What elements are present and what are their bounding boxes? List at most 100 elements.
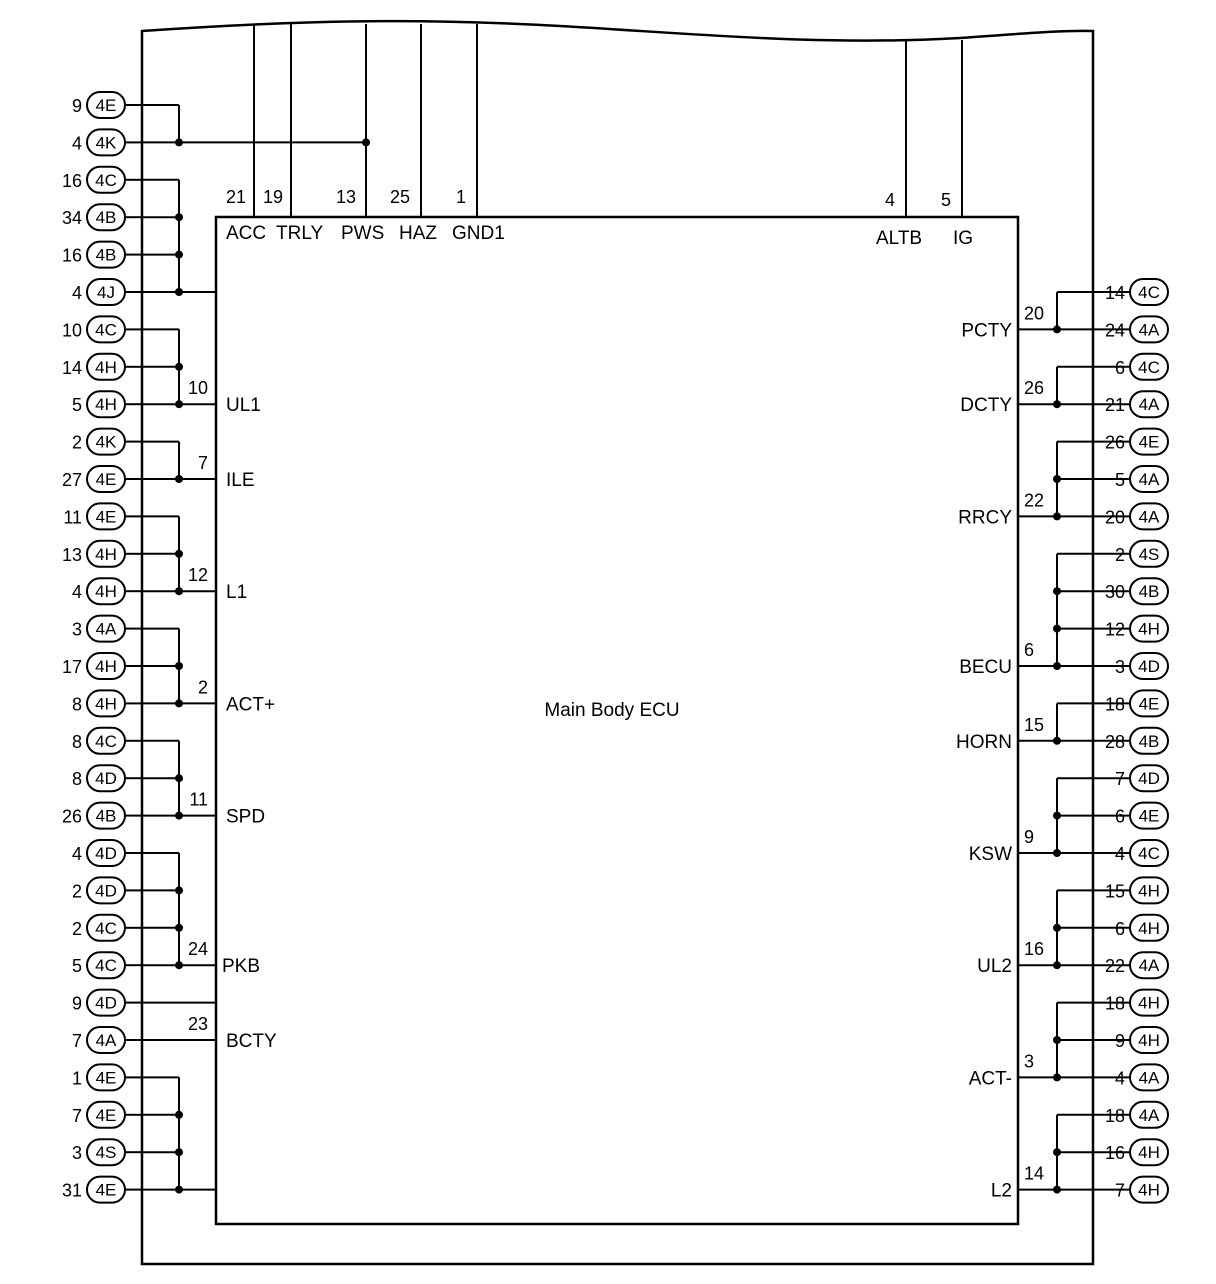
junction-dot [175, 699, 183, 708]
top-pin-label: ACC [226, 223, 266, 244]
right-pins: 20PCTY26DCTY22RRCY6BECU15HORN9KSW16UL23A… [956, 303, 1044, 1201]
right-pin-number: 16 [1024, 939, 1044, 959]
connector-id: 4H [1138, 620, 1160, 639]
junction-dot [1053, 811, 1061, 820]
connector-oval [1129, 502, 1169, 531]
connector-oval [1129, 278, 1169, 306]
connector-id: 4H [95, 694, 117, 713]
connector-pin: 16 [62, 246, 82, 266]
junction-dot [362, 138, 370, 147]
junction-dot [175, 961, 183, 970]
connector-id: 4K [96, 433, 117, 452]
top-pin-number: 19 [263, 187, 283, 207]
connector-id: 4E [96, 470, 117, 489]
left-pin-number: 23 [188, 1014, 208, 1034]
connector-pin: 28 [1105, 732, 1125, 752]
connector-pin: 1 [72, 1068, 82, 1088]
connector-pin: 4 [72, 133, 82, 153]
top-pin-number: 1 [456, 187, 466, 207]
connector-pin: 6 [1115, 807, 1125, 827]
connector-pin: 17 [62, 657, 82, 677]
connector-id: 4B [1139, 582, 1160, 601]
junction-dot [175, 662, 183, 670]
right-pin-number: 14 [1024, 1164, 1044, 1184]
connector-id: 4C [95, 732, 117, 751]
junctions [175, 138, 1061, 1194]
top-pin-number: 13 [336, 187, 356, 207]
junction-dot [1053, 512, 1061, 521]
right-pin-number: 3 [1024, 1051, 1034, 1071]
outer-frame [140, 19, 1095, 1266]
junction-dot [1053, 400, 1061, 409]
connector-id: 4B [96, 246, 117, 265]
connector-oval [1129, 839, 1169, 867]
connector-pin: 14 [62, 358, 82, 378]
connector-id: 4A [1139, 470, 1160, 489]
connector-id: 4J [97, 283, 115, 302]
connector-id: 4A [1139, 395, 1160, 414]
connector-pin: 26 [1105, 433, 1125, 453]
connector-id: 4C [1138, 283, 1160, 302]
connector-oval [1129, 577, 1169, 606]
connector-id: 4H [1138, 1181, 1160, 1200]
right-connector: 4C4 [1115, 839, 1169, 867]
right-connector: 4A5 [1115, 465, 1169, 493]
left-connector: 4B 16 [62, 240, 126, 269]
top-pin-number: 4 [885, 190, 895, 210]
connector-pin: 9 [72, 994, 82, 1014]
connector-oval [86, 427, 126, 456]
junction-dot [1053, 624, 1061, 633]
connector-id: 4A [1139, 320, 1160, 339]
connector-pin: 6 [1115, 919, 1125, 939]
connector-id: 4H [95, 657, 117, 676]
connector-oval [86, 913, 126, 942]
left-connector: 4E1 [72, 1063, 126, 1092]
connector-oval [86, 839, 126, 867]
connector-id: 4C [1138, 844, 1160, 863]
right-pin-label: KSW [969, 844, 1012, 865]
connector-oval [86, 390, 126, 419]
left-pin-label: L1 [226, 582, 247, 603]
connector-pin: 10 [62, 320, 82, 340]
connector-oval [86, 352, 126, 381]
left-pin-number: 12 [188, 565, 208, 585]
left-connector: 4H 17 [62, 652, 126, 680]
left-connector: 4C5 [72, 951, 126, 980]
left-connector: 4D9 [72, 988, 126, 1017]
connector-oval [86, 465, 126, 493]
junction-dot [1053, 1148, 1061, 1157]
connector-oval [86, 876, 126, 905]
connector-pin: 3 [72, 620, 82, 640]
connector-id: 4A [1139, 1068, 1160, 1087]
connector-pin: 8 [72, 732, 82, 752]
connector-pin: 18 [1105, 994, 1125, 1014]
top-pin-number: 5 [941, 190, 951, 210]
connector-oval [1129, 689, 1169, 718]
connector-oval [1129, 913, 1169, 942]
right-pin-number: 9 [1024, 827, 1034, 847]
connector-oval [86, 801, 126, 830]
junction-dot [1053, 325, 1061, 334]
junction-dot [175, 213, 183, 222]
connector-id: 4C [95, 919, 117, 938]
connector-pin: 24 [1105, 320, 1125, 340]
top-pin-label: GND1 [452, 223, 505, 244]
connector-id: 4E [1139, 694, 1160, 713]
connector-pin: 34 [62, 208, 82, 228]
right-connectors: 4C144A244C64A214E264A54A204S24B304H124D3… [1105, 278, 1169, 1204]
right-pin-number: 20 [1024, 303, 1044, 323]
connector-id: 4E [96, 507, 117, 526]
left-pin-number: 10 [188, 378, 208, 398]
connector-id: 4A [96, 620, 117, 639]
connector-oval [86, 951, 126, 980]
connector-id: 4S [1139, 545, 1160, 564]
frame-outline [140, 19, 1095, 1266]
left-pin-label: UL1 [226, 395, 261, 416]
